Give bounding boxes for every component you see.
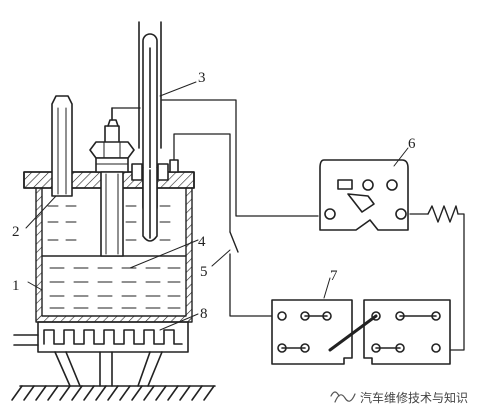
label-1: 1 bbox=[12, 278, 20, 294]
label-8: 8 bbox=[200, 306, 208, 322]
heater-base bbox=[13, 321, 189, 353]
resistor bbox=[427, 205, 459, 223]
label-2: 2 bbox=[12, 224, 20, 240]
wiring bbox=[111, 99, 465, 351]
wechat-channel-icon bbox=[330, 391, 356, 403]
stirring-rod bbox=[51, 95, 73, 197]
contact-thermometer bbox=[131, 21, 179, 242]
leader-lines bbox=[25, 81, 409, 331]
container bbox=[35, 187, 193, 323]
label-4: 4 bbox=[198, 234, 206, 250]
switch bbox=[229, 231, 239, 253]
label-5: 5 bbox=[200, 264, 208, 280]
label-6: 6 bbox=[408, 136, 416, 152]
label-7: 7 bbox=[330, 268, 338, 284]
watermark-text: 汽车维修技术与知识 bbox=[360, 390, 468, 405]
thermostat-probe bbox=[89, 107, 135, 257]
label-3: 3 bbox=[198, 70, 206, 86]
ground-stand bbox=[11, 351, 216, 401]
relay-box bbox=[319, 159, 409, 231]
terminal-blocks bbox=[271, 299, 451, 365]
